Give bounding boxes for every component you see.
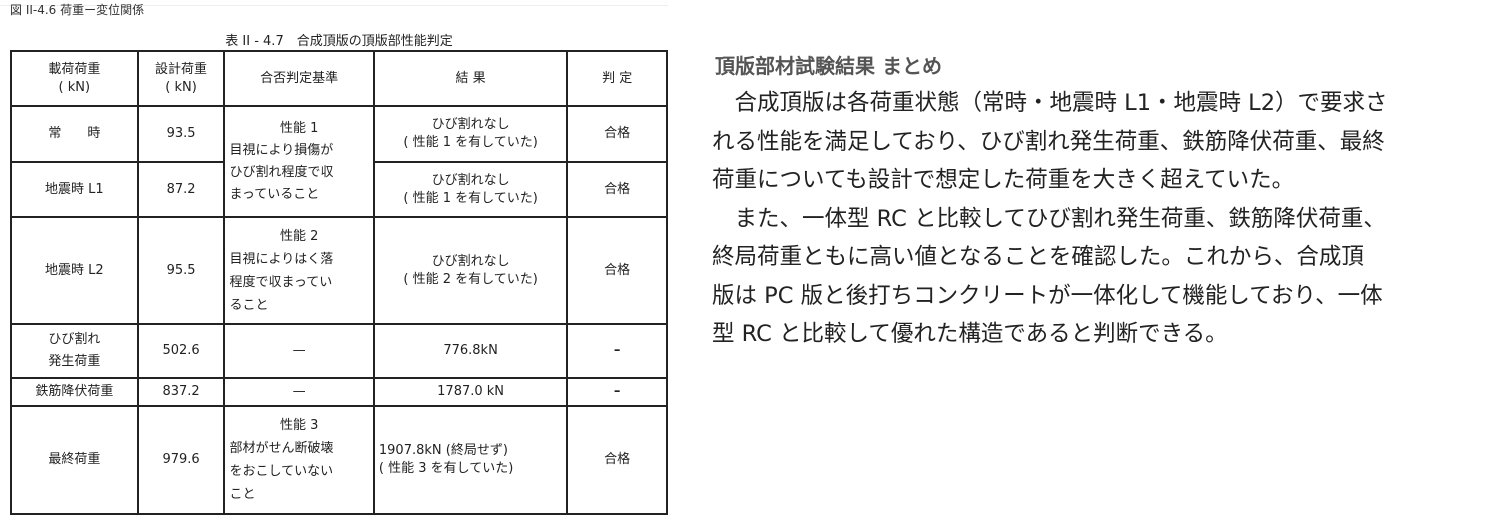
cell-design: 95.5 [136, 216, 226, 325]
cell-design: 837.2 [136, 377, 226, 407]
load-line: 発生荷重 [48, 354, 101, 369]
summary-line: れる性能を満足しており、ひび割れ発生荷重、鉄筋降伏荷重、最終 [712, 128, 1385, 155]
cell-design: 87.2 [136, 161, 226, 218]
cell-load: ひび割れ発生荷重 [10, 323, 139, 379]
cell-judge: – [566, 377, 668, 407]
cell-result: ひび割れなし ( 性能 1 を有していた) [372, 105, 569, 163]
summary-line: また、一体型 RC と比較してひび割れ発生荷重、鉄筋降伏荷重、 [712, 205, 1386, 232]
criteria-line: 目視により損傷が [229, 142, 334, 158]
cell-result: ひび割れなし ( 性能 2 を有していた) [372, 216, 569, 325]
cell-load: 地震時 L2 [10, 216, 139, 325]
header-criteria: 合否判定基準 [223, 50, 375, 107]
result-line: ( 性能 1 を有していた) [403, 135, 538, 150]
cell-judge: – [566, 323, 668, 379]
cell-load: 鉄筋降伏荷重 [10, 377, 139, 407]
header-text: 設計荷重 [155, 61, 208, 77]
cell-load: 最終荷重 [10, 405, 139, 515]
summary-paragraph: 合成頂版は各荷重状態（常時・地震時 L1・地震時 L2）で要求さ れる性能を満足… [712, 84, 1497, 354]
summary-line: 型 RC と比較して優れた構造であると判断できる。 [712, 321, 1228, 347]
performance-table: 載荷荷重 ( kN) 設計荷重 ( kN) 合否判定基準 結 果 判 定 常 時 9… [10, 50, 668, 515]
result-line: ひび割れなし [431, 117, 510, 132]
result-line: ひび割れなし [431, 253, 510, 269]
table-row: ひび割れ発生荷重 502.6 — 776.8kN – [10, 323, 668, 379]
criteria-line: 程度で収まってい [229, 274, 333, 290]
cell-result: 1907.8kN (終局せず) ( 性能 3 を有していた) [372, 405, 569, 515]
summary-heading: 頂版部材試験結果 まとめ [715, 54, 942, 78]
summary-line: 合成頂版は各荷重状態（常時・地震時 L1・地震時 L2）で要求さ [712, 90, 1388, 116]
table-row: 常 時 93.5 性能 1 目視により損傷が ひび割れ程度で収 まっていること … [10, 105, 668, 218]
table-caption: 表 II - 4.7 合成頂版の頂版部性能判定 [225, 34, 453, 49]
cell-load: 地震時 L1 [10, 161, 139, 218]
cell-criteria: — [223, 323, 375, 379]
result-line: ( 性能 1 を有していた) [403, 190, 538, 206]
summary-line: 版は PC 版と後打ちコンクリートが一体化して機能しており、一体 [712, 282, 1383, 309]
table-header-row: 載荷荷重 ( kN) 設計荷重 ( kN) 合否判定基準 結 果 判 定 [10, 50, 668, 107]
load-line: ひび割れ [48, 332, 101, 347]
cell-judge: 合格 [566, 405, 668, 515]
cell-judge: 合格 [566, 161, 668, 218]
cell-criteria: 性能 3 部材がせん断破壊 をおこしていない こと [223, 405, 375, 515]
result-line: ひび割れなし [431, 172, 510, 188]
criteria-line: 部材がせん断破壊 [229, 441, 334, 456]
cell-design: 979.6 [136, 405, 226, 515]
criteria-line: 性能 3 [279, 418, 319, 433]
cell-load: 常 時 [10, 105, 139, 163]
result-line: ( 性能 2 を有していた) [403, 271, 538, 287]
result-line: ( 性能 3 を有していた) [378, 461, 514, 476]
table-row: 最終荷重 979.6 性能 3 部材がせん断破壊 をおこしていない こと 190… [10, 405, 668, 515]
cell-criteria: 性能 2 目視によりはく落 程度で収まってい ること [223, 216, 375, 325]
criteria-line: 性能 1 [279, 120, 319, 136]
criteria-line: 性能 2 [279, 228, 319, 244]
table-row: 鉄筋降伏荷重 837.2 — 1787.0 kN – [10, 377, 668, 407]
cell-judge: 合格 [566, 105, 668, 163]
cell-design: 502.6 [136, 323, 226, 379]
cell-result: 776.8kN [372, 323, 569, 379]
criteria-line: 目視によりはく落 [229, 251, 334, 267]
cell-result: ひび割れなし ( 性能 1 を有していた) [372, 161, 569, 218]
summary-line: 終局荷重ともに高い値となることを確認した。これから、合成頂 [712, 244, 1364, 270]
header-result: 結 果 [372, 50, 569, 107]
cell-result: 1787.0 kN [372, 377, 569, 407]
header-text: ( kN) [165, 79, 197, 95]
header-judge: 判 定 [566, 50, 668, 107]
criteria-line: ること [229, 297, 269, 313]
header-design: 設計荷重 ( kN) [136, 50, 226, 107]
criteria-line: こと [229, 487, 256, 502]
header-load: 載荷荷重 ( kN) [10, 50, 139, 107]
header-text: 載荷荷重 [48, 61, 101, 77]
criteria-line: まっていること [229, 186, 320, 202]
cell-design: 93.5 [136, 105, 226, 163]
divider [0, 5, 668, 6]
cell-judge: 合格 [566, 216, 668, 325]
criteria-line: ひび割れ程度で収 [229, 164, 334, 180]
summary-line: 荷重についても設計で想定した荷重を大きく超えていた。 [712, 167, 1295, 193]
cell-criteria: 性能 1 目視により損傷が ひび割れ程度で収 まっていること [223, 105, 375, 218]
figure-caption: 図 II-4.6 荷重ー変位関係 [10, 3, 145, 17]
table-row: 地震時 L1 87.2 ひび割れなし ( 性能 1 を有していた) 合格 [10, 161, 668, 218]
criteria-line: をおこしていない [229, 464, 334, 479]
header-text: ( kN) [58, 79, 91, 95]
cell-criteria: — [223, 377, 375, 407]
table-row: 地震時 L2 95.5 性能 2 目視によりはく落 程度で収まってい ること ひ… [10, 216, 668, 325]
result-line: 1907.8kN (終局せず) [378, 443, 508, 458]
